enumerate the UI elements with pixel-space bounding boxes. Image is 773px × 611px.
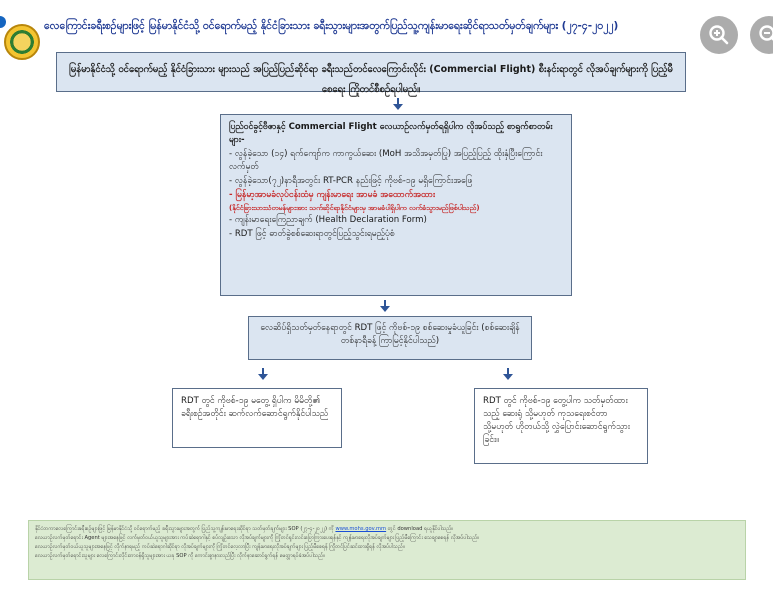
zoom-in-icon xyxy=(709,25,729,45)
flow-step-rdt-test: လေဆိပ်ရှိသတ်မှတ်နေရာတွင် RDT ဖြင့် ကိုဗစ… xyxy=(248,316,532,360)
flow-step-preparation-text: မြန်မာနိုင်ငံသို့ ဝင်ရောက်မည့် နိုင်ငံခြ… xyxy=(69,64,673,95)
footer-line-4: လေယာဉ်လက်မှတ်ရောင်းသူများ လေကြောင်းလိုင်… xyxy=(35,553,325,559)
arrow-down-icon xyxy=(380,300,390,312)
zoom-in-button[interactable] xyxy=(700,16,738,54)
footer-line-3: လေယာဉ်လက်မှတ်ဝယ်ယူသူများအနေဖြင့် လိုက်နာ… xyxy=(35,544,405,550)
arrow-down-icon xyxy=(503,368,513,380)
moh-website-link[interactable]: www.mohs.gov.mm xyxy=(335,526,387,532)
edge-indicator xyxy=(0,16,6,28)
footer-line-1-text: နိုင်ငံတကာလေကြောင်းခရီးစဉ်များဖြင့် မြန်… xyxy=(35,526,334,532)
documents-heading: ပြည်ဝင်ခွင့်ဗီဇာနှင့် Commercial Flight … xyxy=(229,122,553,145)
ministry-seal-icon xyxy=(4,24,40,60)
footer-note: နိုင်ငံတကာလေကြောင်းခရီးစဉ်များဖြင့် မြန်… xyxy=(28,520,746,580)
arrow-down-icon xyxy=(393,98,403,110)
zoom-out-icon xyxy=(759,25,773,41)
documents-item-rtpcr: - လွန်ခဲ့သော(၇၂)နာရီအတွင်း RT-PCR နည်းဖြ… xyxy=(229,176,473,186)
outcome-positive-text: RDT တွင် ကိုဗစ်-၁၉ တွေ့ပါက သတ်မှတ်ထားသည့… xyxy=(483,396,630,445)
footer-line-1-suffix: တွင် download ရယူနိုင်ပါသည်။ xyxy=(387,526,454,532)
documents-insurance-note: (နိုင်ငံခြားသားသံတမန်များအား သက်ဆိုင်ရာန… xyxy=(229,204,480,212)
documents-item-rdt-form: - RDT ဖြင့် ဓာတ်ခွဲစစ်ဆေးရာတွင်ပြည့်သွင်… xyxy=(229,229,395,239)
documents-item-health-declaration: - ကျန်းမာရေးကြေညာချက် (Health Declaratio… xyxy=(229,215,427,225)
documents-item-vaccination: - လွန်ခဲ့သော (၁၄) ရက်ကျော်က ကာကွယ်ဆေး (M… xyxy=(229,149,543,172)
flow-step-preparation: မြန်မာနိုင်ငံသို့ ဝင်ရောက်မည့် နိုင်ငံခြ… xyxy=(56,52,686,95)
page-title: လေကြောင်းခရီးစဉ်များဖြင့် မြန်မာနိုင်ငံသ… xyxy=(44,20,619,32)
flow-outcome-positive: RDT တွင် ကိုဗစ်-၁၉ တွေ့ပါက သတ်မှတ်ထားသည့… xyxy=(474,388,648,464)
footer-line-2: လေယာဉ်လက်မှတ်ရောင်း Agent များအနေဖြင့် လ… xyxy=(35,535,479,541)
documents-item-insurance: - မြန်မာ့အာမခံလုပ်ငန်းထံမှ ကျန်းမာရေး အာ… xyxy=(229,190,436,200)
flow-step-documents: ပြည်ဝင်ခွင့်ဗီဇာနှင့် Commercial Flight … xyxy=(220,114,572,296)
outcome-negative-text: RDT တွင် ကိုဗစ်-၁၉ မတွေ့ ရှိပါက မိမိတို့… xyxy=(181,396,329,419)
arrow-down-icon xyxy=(258,368,268,380)
flow-outcome-negative: RDT တွင် ကိုဗစ်-၁၉ မတွေ့ ရှိပါက မိမိတို့… xyxy=(172,388,342,448)
footer-line-1: နိုင်ငံတကာလေကြောင်းခရီးစဉ်များဖြင့် မြန်… xyxy=(35,525,739,534)
zoom-out-button[interactable] xyxy=(750,16,773,54)
rdt-test-text: လေဆိပ်ရှိသတ်မှတ်နေရာတွင် RDT ဖြင့် ကိုဗစ… xyxy=(260,323,520,346)
